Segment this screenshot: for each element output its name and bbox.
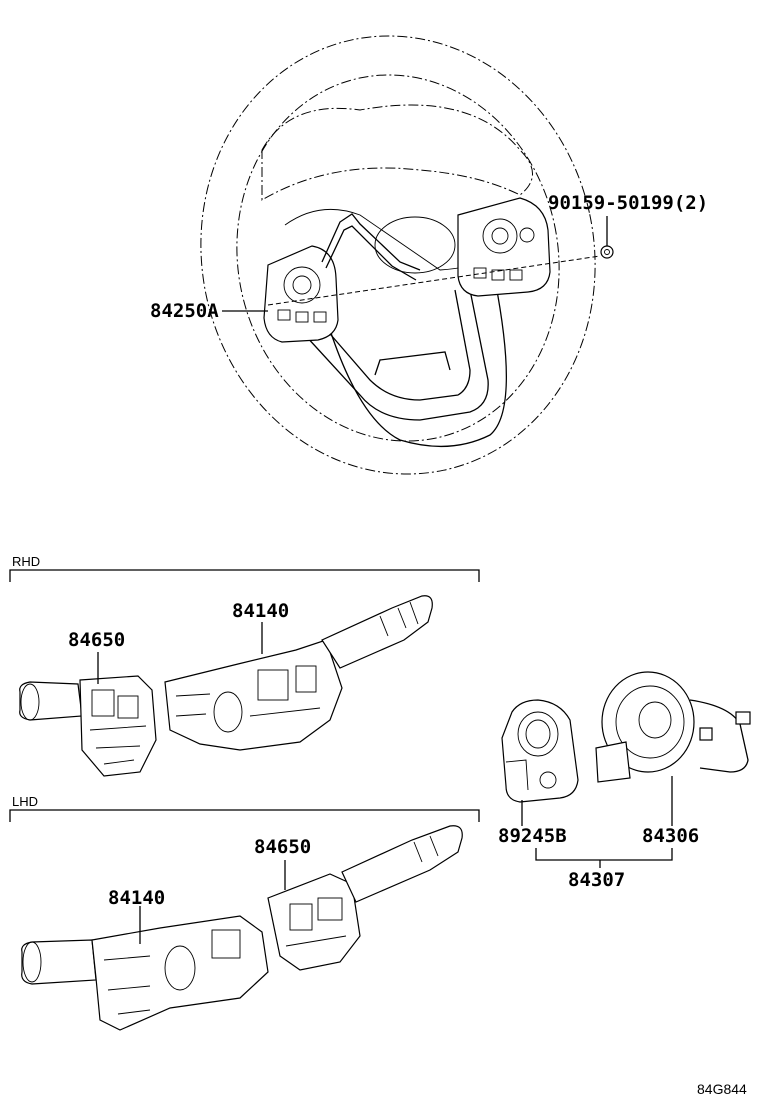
spiral-assembly-bracket — [535, 848, 673, 861]
label-lhd-turn-switch: 84140 — [108, 887, 165, 909]
label-sensor: 89245B — [498, 825, 567, 847]
section-label-rhd: RHD — [12, 554, 40, 569]
sensor-illustration — [501, 699, 579, 803]
label-spiral-cable: 84306 — [642, 825, 699, 847]
label-spiral-assembly: 84307 — [568, 869, 625, 891]
lhd-wiper-switch-illustration — [267, 825, 463, 971]
rhd-wiper-switch-illustration — [19, 675, 157, 777]
spiral-cable-illustration — [595, 671, 751, 783]
label-screw: 90159-50199(2) — [548, 192, 708, 214]
lhd-turn-switch-illustration — [21, 915, 269, 1031]
steering-wheel-illustration — [200, 35, 614, 475]
section-label-lhd: LHD — [12, 794, 38, 809]
label-rhd-wiper-switch: 84650 — [68, 629, 125, 651]
diagram-code: 84G844 — [697, 1081, 747, 1097]
lhd-bracket — [9, 809, 480, 822]
label-steering-switch: 84250A — [150, 300, 219, 322]
rhd-bracket — [9, 569, 480, 582]
label-rhd-turn-switch: 84140 — [232, 600, 289, 622]
rhd-turn-switch-illustration — [164, 595, 433, 751]
label-lhd-wiper-switch: 84650 — [254, 836, 311, 858]
